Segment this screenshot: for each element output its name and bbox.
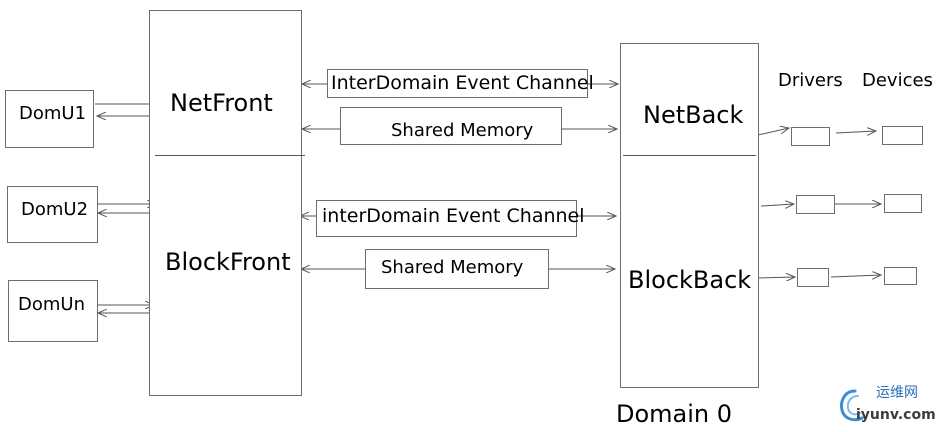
watermark-cn-text: 运维网 [876, 385, 918, 401]
shared-memory-1-label: Shared Memory [391, 120, 534, 141]
swirl-icon [840, 389, 864, 422]
arrow-driver1-to-device1 [835, 131, 876, 133]
shared-memory-1-box [340, 107, 562, 145]
event-channel-2-label: interDomain Event Channel [322, 205, 585, 227]
frontend-box [149, 10, 302, 396]
domun-label: DomUn [18, 294, 85, 315]
netfront-label: NetFront [170, 89, 273, 117]
domun-box [8, 280, 98, 342]
arrow-netback-to-driver1 [757, 128, 789, 136]
backend-box [620, 43, 759, 388]
frontend-divider [155, 155, 305, 156]
watermark-logo: 运维网 iyunv.com [836, 384, 936, 428]
driver-box-1 [791, 127, 830, 146]
event-channel-1-label: InterDomain Event Channel [331, 72, 594, 94]
arrow-back-to-driver2 [760, 204, 794, 206]
backend-divider [623, 155, 756, 156]
blockback-label: BlockBack [628, 266, 752, 294]
device-box-1 [882, 126, 923, 145]
driver-box-2 [796, 195, 835, 214]
event-channel-1-box [327, 69, 588, 98]
arrow-blockback-to-driver3 [756, 277, 795, 278]
netback-label: NetBack [643, 101, 744, 129]
domu2-box [7, 186, 98, 243]
arrow-driver3-to-device3 [830, 275, 881, 277]
blockfront-label: BlockFront [165, 248, 291, 276]
event-channel-2-box [316, 200, 577, 237]
domu1-box [5, 90, 94, 148]
watermark-en-text: iyunv.com [856, 407, 936, 423]
shared-memory-2-box [365, 249, 549, 289]
device-box-2 [884, 194, 922, 213]
device-box-3 [884, 267, 917, 285]
drivers-label: Drivers [778, 70, 843, 91]
shared-memory-2-label: Shared Memory [381, 257, 524, 278]
devices-label: Devices [862, 70, 933, 91]
domu2-label: DomU2 [21, 199, 89, 220]
domu1-label: DomU1 [19, 103, 87, 124]
domain0-label: Domain 0 [616, 400, 733, 428]
driver-box-3 [797, 268, 829, 287]
